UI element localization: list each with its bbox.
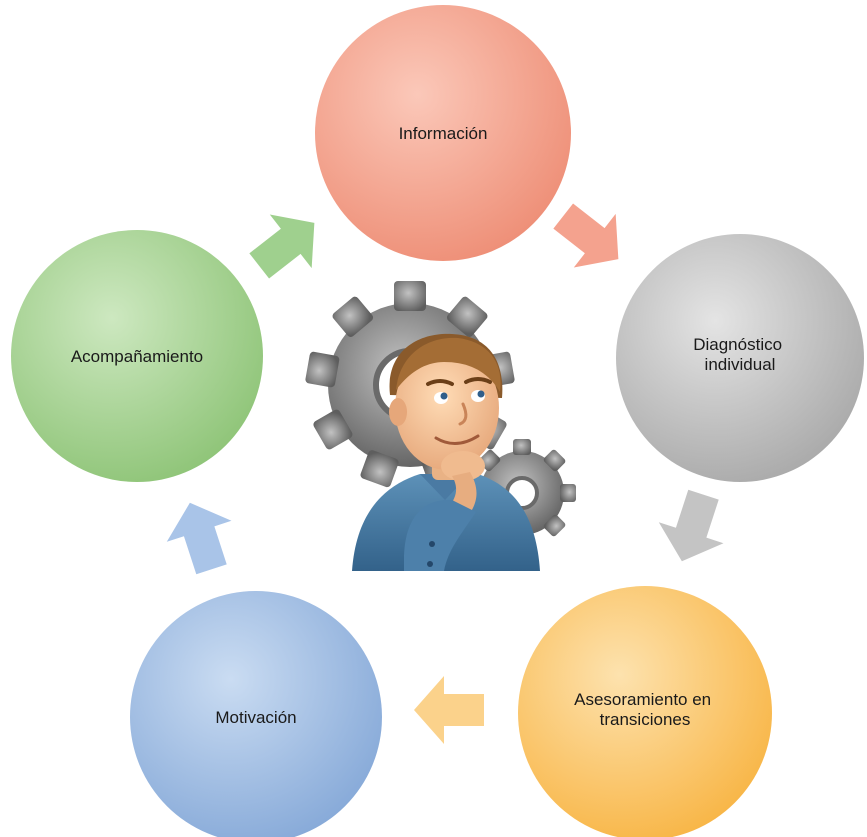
arrow-motivacion-to-acompanamiento [166,502,232,575]
node-motivacion: Motivación [130,591,382,837]
node-diagnostico: Diagnóstico individual [616,234,864,482]
node-informacion: Información [315,5,571,261]
node-motivacion-label: Motivación [215,708,296,727]
svg-text:Información: Información [399,124,488,143]
node-diagnostico-label-line2: individual [705,355,776,374]
node-informacion-label: Información [399,124,488,143]
thinking-man-with-gears-icon [305,281,576,571]
node-informacion-circle [315,5,571,261]
node-acompanamiento: Acompañamiento [11,230,263,482]
node-diagnostico-label-line1: Diagnóstico [693,335,782,354]
node-asesoramiento-circle [518,586,772,837]
svg-text:Acompañamiento: Acompañamiento [71,347,203,366]
arrow-informacion-to-diagnostico [553,203,619,268]
arrow-asesoramiento-to-motivacion [414,676,484,744]
svg-text:Asesoramiento en transic: Asesoramiento en transiciones [574,690,716,729]
arrow-diagnostico-to-asesoramiento [658,489,724,562]
node-asesoramiento-label-line2: transiciones [600,710,691,729]
node-acompanamiento-circle [11,230,263,482]
arrow-acompanamiento-to-informacion [249,214,315,279]
node-acompanamiento-label: Acompañamiento [71,347,203,366]
node-motivacion-circle [130,591,382,837]
node-diagnostico-circle [616,234,864,482]
svg-text:Motivación: Motivación [215,708,296,727]
thinking-man-icon [352,333,540,571]
svg-text:Diagnóstico individual: Diagnóstico individual [693,335,787,374]
node-asesoramiento: Asesoramiento en transiciones [518,586,772,837]
node-asesoramiento-label-line1: Asesoramiento en [574,690,711,709]
